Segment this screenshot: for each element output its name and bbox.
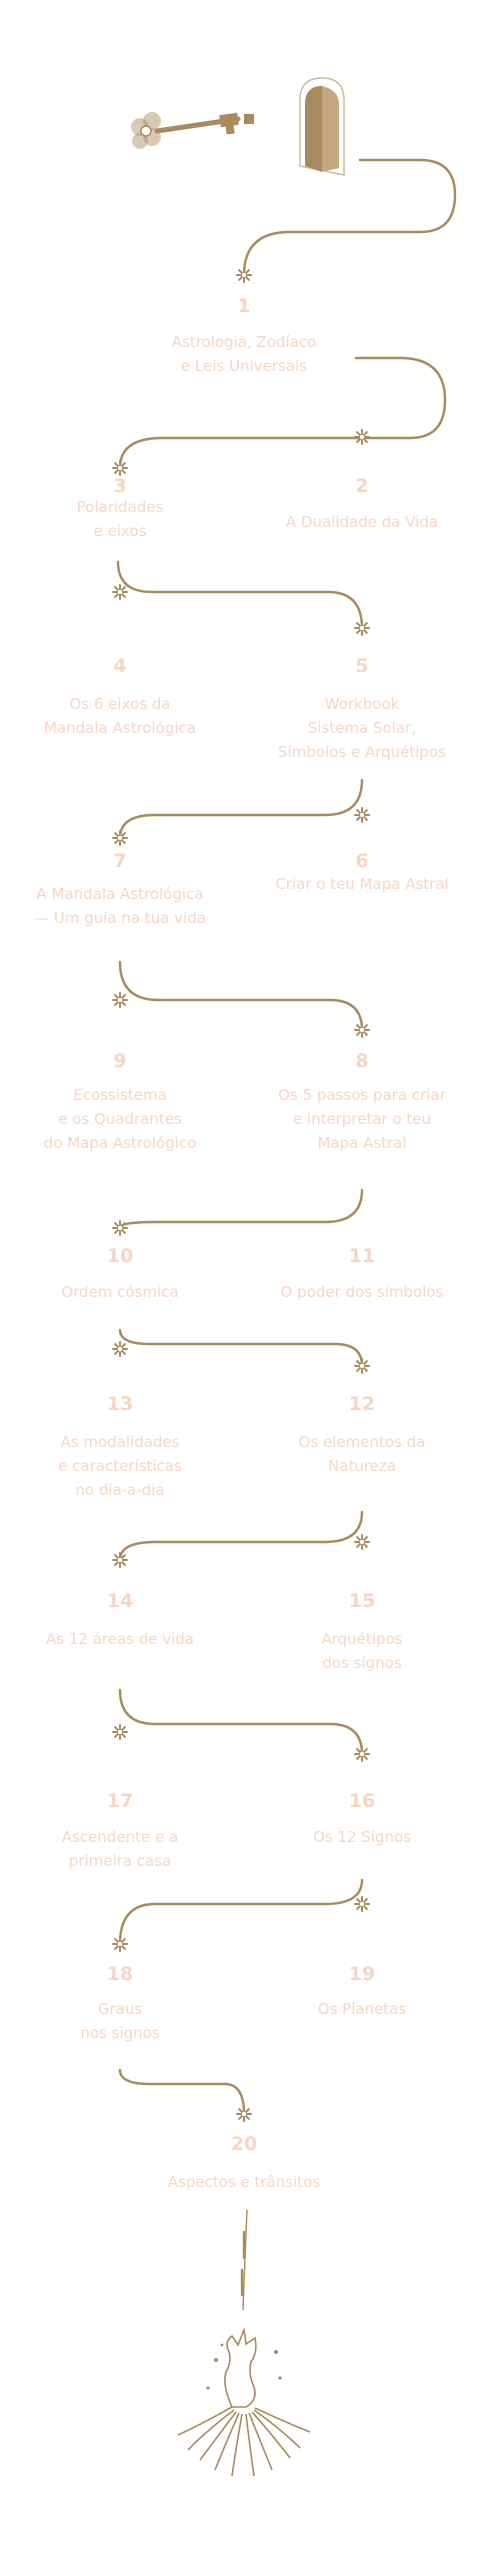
star-marker-icon xyxy=(236,267,252,283)
star-marker-icon xyxy=(112,1341,128,1357)
star-marker-icon xyxy=(354,1534,370,1550)
step-number: 15 xyxy=(348,1590,376,1612)
step-label[interactable]: A Dualidade da Vida xyxy=(285,513,439,531)
star-marker-icon xyxy=(354,429,370,445)
journey-path-segment xyxy=(118,1188,364,1230)
step-label[interactable]: Ascendente e a primeira casa xyxy=(61,1828,179,1870)
star-marker-icon xyxy=(112,460,128,476)
step-number: 8 xyxy=(355,1050,369,1072)
star-marker-icon xyxy=(112,992,128,1008)
journey-path-segment xyxy=(118,1878,364,1946)
journey-path-segment xyxy=(118,960,364,1032)
step-label[interactable]: Ordem cósmica xyxy=(61,1283,179,1301)
star-marker-icon xyxy=(354,620,370,636)
star-marker-icon xyxy=(112,1936,128,1952)
step-label[interactable]: Os 6 eixos da Mandala Astrológica xyxy=(44,695,196,737)
step-label[interactable]: A Mandala Astrológica — Um guia na tua v… xyxy=(34,885,206,927)
star-marker-icon xyxy=(112,1552,128,1568)
key-icon xyxy=(131,112,254,149)
step-number: 7 xyxy=(113,850,127,872)
step-label[interactable]: Aspectos e trânsitos xyxy=(167,2173,321,2191)
journey-path-segment xyxy=(242,158,457,277)
step-number: 11 xyxy=(348,1245,376,1267)
journey-path-segment xyxy=(118,2068,246,2116)
step-number: 5 xyxy=(355,655,369,677)
door-icon xyxy=(299,77,345,176)
step-label[interactable]: Graus nos signos xyxy=(80,2000,160,2042)
step-label[interactable]: Os elementos da Natureza xyxy=(298,1433,426,1475)
step-label[interactable]: Os 5 passos para criar e interpretar o t… xyxy=(278,1086,446,1152)
journey-path-segment xyxy=(118,1328,364,1368)
star-marker-icon xyxy=(354,1896,370,1912)
star-marker-icon xyxy=(112,584,128,600)
star-marker-icon xyxy=(112,1220,128,1236)
star-marker-icon xyxy=(112,830,128,846)
cosmic-hand-icon xyxy=(177,2209,311,2477)
star-marker-icon xyxy=(112,1724,128,1740)
step-number: 3 xyxy=(113,475,127,497)
step-label[interactable]: Workbook Sistema Solar, Símbolos e Arqué… xyxy=(278,695,446,761)
journey-path-segment xyxy=(118,356,447,470)
step-number: 19 xyxy=(348,1963,376,1985)
step-number: 18 xyxy=(106,1963,134,1985)
step-label[interactable]: Os 12 Signos xyxy=(313,1828,411,1846)
step-label[interactable]: As modalidades e características no dia-… xyxy=(58,1433,182,1499)
journey-path-segment xyxy=(118,1510,364,1562)
step-number: 20 xyxy=(230,2133,258,2155)
step-number: 10 xyxy=(106,1245,134,1267)
star-marker-icon xyxy=(354,1358,370,1374)
step-label[interactable]: As 12 áreas de vida xyxy=(45,1630,194,1648)
step-number: 9 xyxy=(113,1050,127,1072)
step-number: 14 xyxy=(106,1590,134,1612)
star-marker-icon xyxy=(236,2106,252,2122)
step-number: 1 xyxy=(237,295,251,317)
step-label[interactable]: Arquétipos dos signos xyxy=(321,1630,403,1672)
step-label[interactable]: Astrologia, Zodíaco e Leis Universais xyxy=(171,333,317,375)
star-marker-icon xyxy=(354,1022,370,1038)
step-number: 16 xyxy=(348,1790,376,1812)
step-label[interactable]: Ecossistema e os Quadrantes do Mapa Astr… xyxy=(43,1086,197,1152)
step-number: 13 xyxy=(106,1393,134,1415)
step-number: 2 xyxy=(355,475,369,497)
journey-path-segment xyxy=(116,560,364,630)
step-number: 6 xyxy=(355,850,369,872)
journey-path-segment xyxy=(118,1688,364,1756)
step-label[interactable]: Criar o teu Mapa Astral xyxy=(275,875,449,893)
step-label[interactable]: Polaridades e eixos xyxy=(76,498,164,540)
star-marker-icon xyxy=(354,1746,370,1762)
step-number: 17 xyxy=(106,1790,134,1812)
step-number: 4 xyxy=(113,655,127,677)
step-number: 12 xyxy=(348,1393,376,1415)
journey-path-segment xyxy=(118,778,364,840)
step-label[interactable]: O poder dos símbolos xyxy=(280,1283,444,1301)
step-label[interactable]: Os Planetas xyxy=(317,2000,407,2018)
star-marker-icon xyxy=(354,807,370,823)
